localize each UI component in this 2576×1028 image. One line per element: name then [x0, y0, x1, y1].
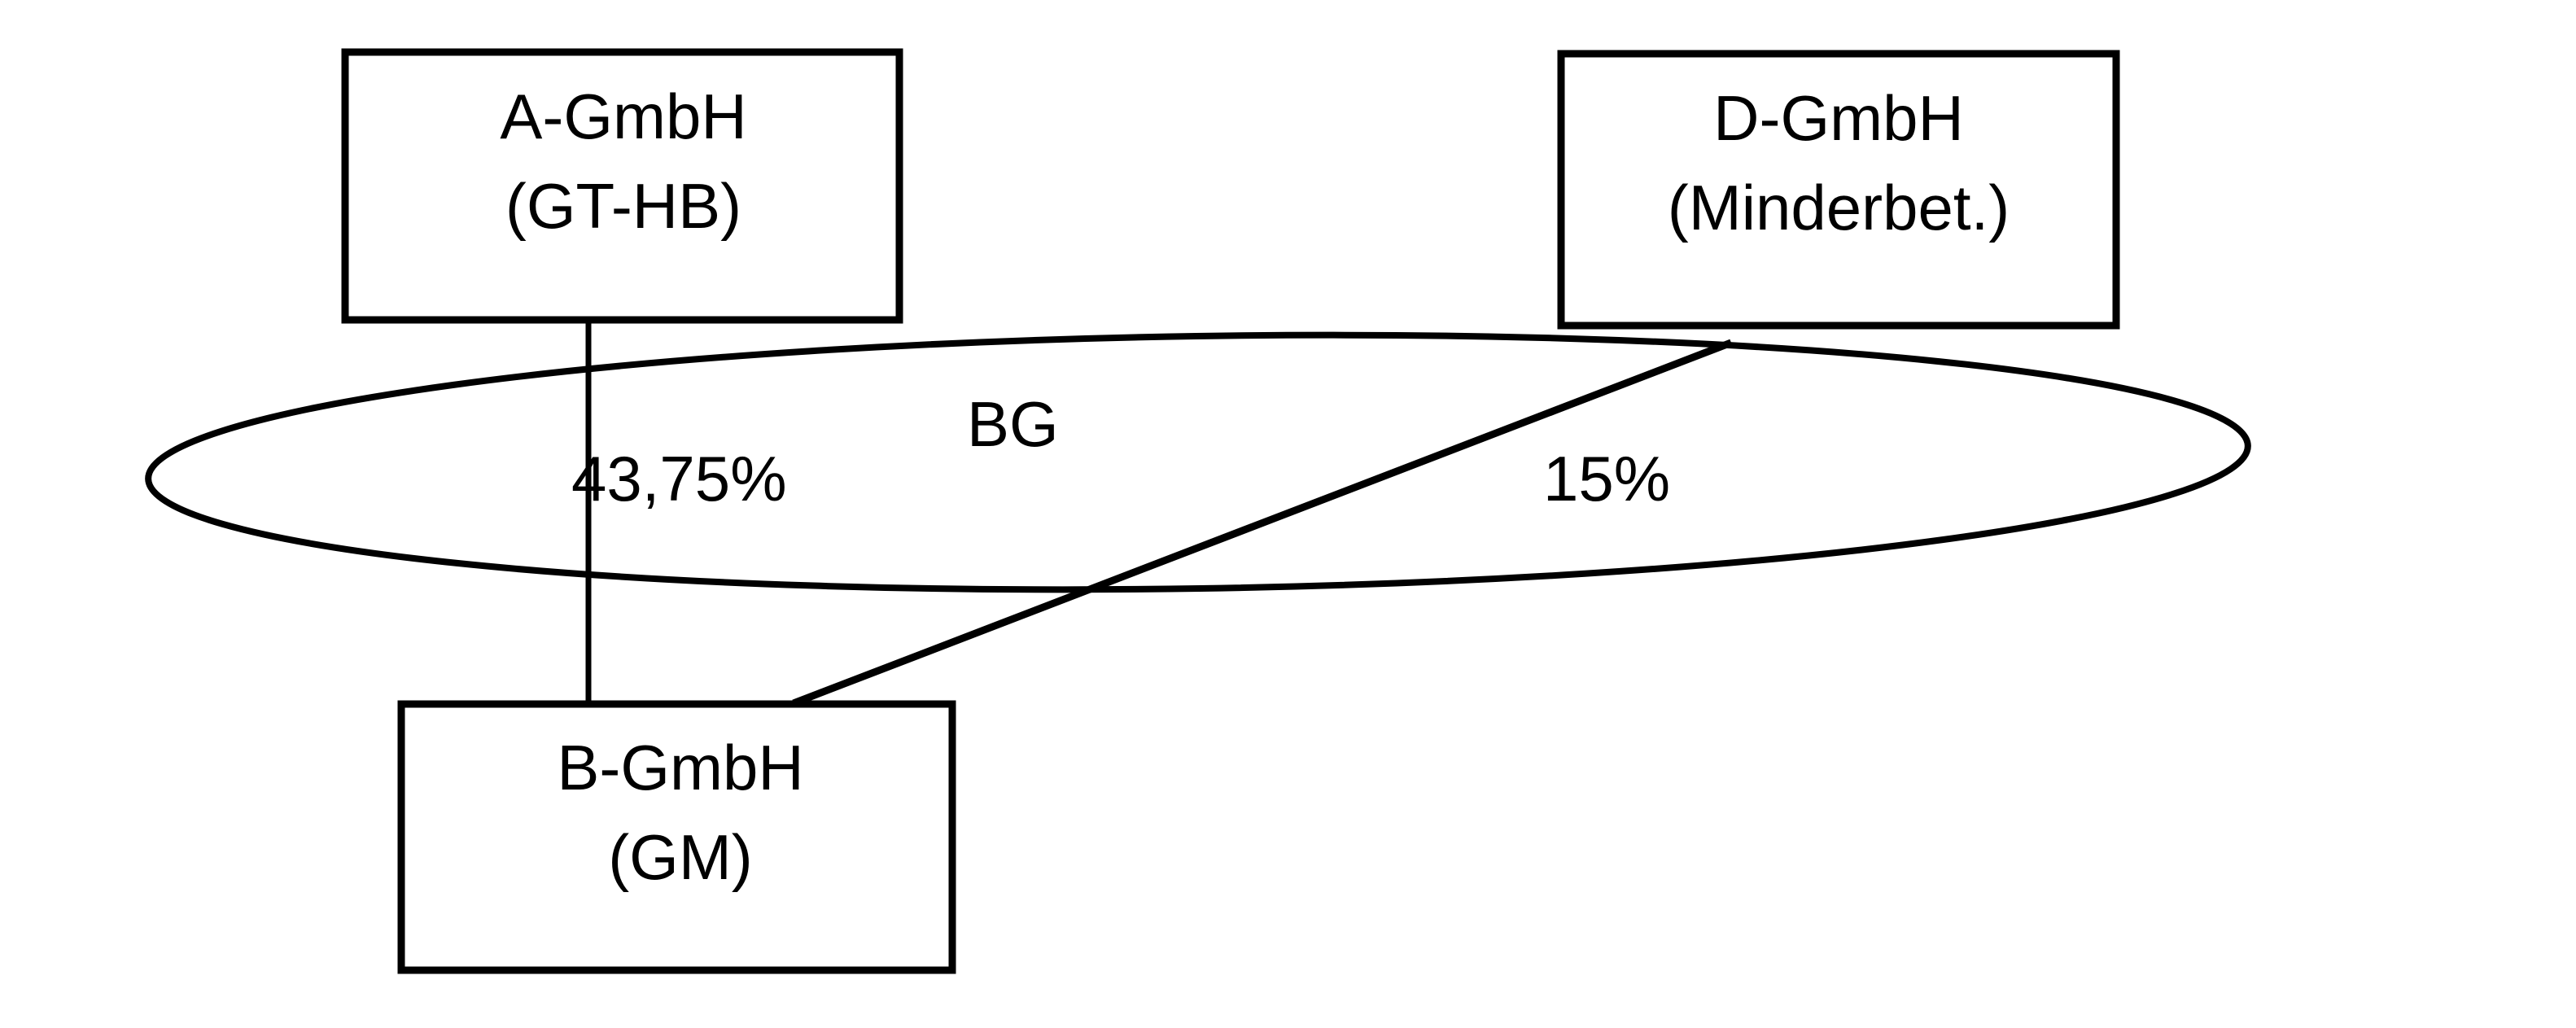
edge-d-to-b-label: 15%: [1543, 443, 1670, 514]
edge-d-to-b-line: [792, 339, 1733, 707]
bg-group-ellipse: [145, 331, 2251, 593]
bg-group-label: BG: [967, 388, 1059, 460]
node-a-gmbh-box[interactable]: [341, 48, 903, 324]
node-d-gmbh-box[interactable]: [1557, 50, 2120, 330]
node-a-gmbh-label-line1: A-GmbH: [500, 81, 746, 152]
node-b-gmbh-box[interactable]: [397, 700, 956, 974]
edge-a-to-b-label: 43,75%: [571, 443, 787, 514]
node-d-gmbh-label-line1: D-GmbH: [1713, 82, 1964, 154]
node-d-gmbh-label-line2: (Minderbet.): [1668, 172, 2010, 243]
node-b-gmbh-label-line1: B-GmbH: [557, 732, 803, 803]
node-b-gmbh-label-line2: (GM): [608, 821, 753, 893]
node-a-gmbh-label-line2: (GT-HB): [505, 170, 741, 242]
